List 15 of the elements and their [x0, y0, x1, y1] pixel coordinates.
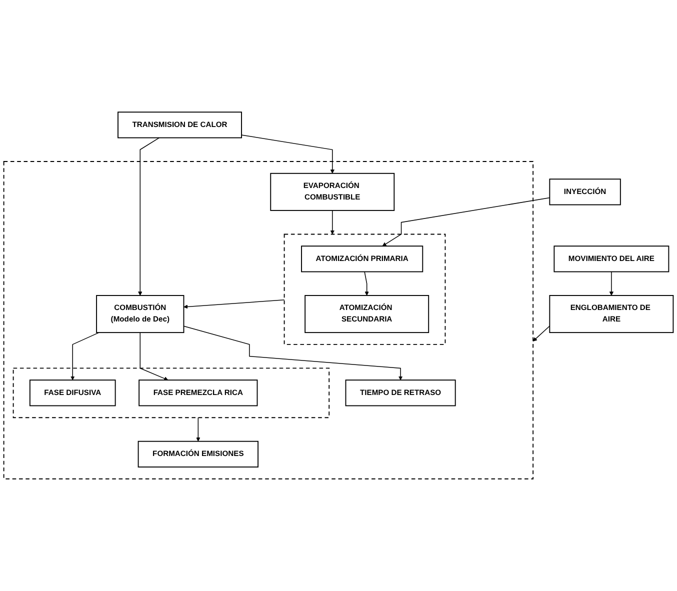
cluster	[284, 234, 446, 345]
arrow	[140, 332, 168, 381]
arrow	[183, 326, 403, 380]
arrow	[184, 300, 285, 309]
arrow	[532, 326, 550, 342]
arrow	[241, 134, 334, 174]
arrow	[364, 271, 369, 296]
cluster	[3, 161, 534, 480]
arrow	[609, 271, 614, 296]
arrow	[382, 197, 550, 246]
arrow	[70, 332, 100, 380]
cluster	[12, 368, 330, 418]
arrow	[138, 137, 160, 296]
arrow	[196, 417, 200, 442]
arrow	[330, 210, 334, 234]
